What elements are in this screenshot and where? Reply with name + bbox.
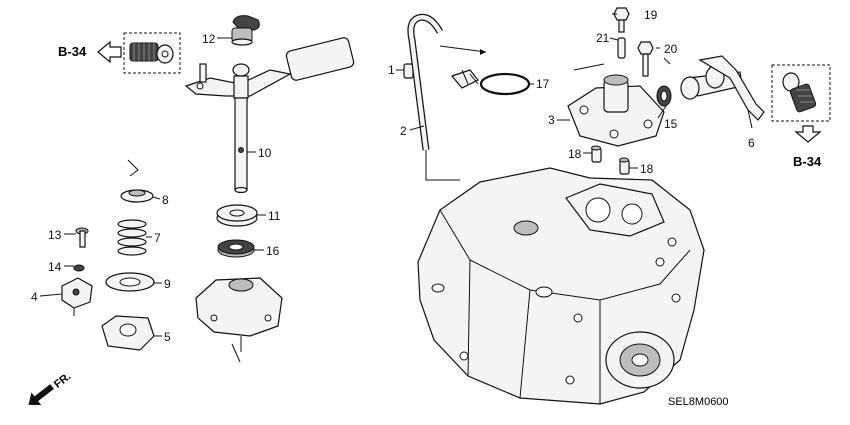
ref-label-right: B-34	[793, 154, 822, 169]
callout-12: 12	[202, 32, 216, 46]
callout-labels: 1 2 3 4 5 6 7 8 9 10 11 12 13 14 15 16 1…	[31, 8, 755, 344]
part-15-seal[interactable]	[656, 85, 672, 107]
callout-13: 13	[48, 228, 62, 242]
part-8-spring-seat[interactable]	[120, 189, 154, 203]
harness-connector-left	[129, 42, 174, 64]
callout-10: 10	[258, 146, 272, 160]
b34-right-ref[interactable]: B-34	[771, 64, 831, 169]
callout-8: 8	[162, 193, 169, 207]
callout-19: 19	[644, 8, 658, 22]
diagram-code: SEL8M0600	[668, 396, 729, 408]
part-19-bolt[interactable]	[613, 7, 630, 33]
part-17-clamp[interactable]	[450, 69, 531, 96]
leader-lines	[39, 13, 667, 337]
front-indicator: FR.	[28, 371, 73, 406]
callout-18b: 18	[640, 162, 654, 176]
part-6-lever[interactable]	[680, 55, 765, 129]
transmission-case[interactable]	[417, 167, 705, 405]
b34-left-ref[interactable]: B-34	[58, 32, 181, 74]
part-7-spring[interactable]	[117, 219, 147, 256]
callout-5: 5	[164, 330, 171, 344]
callout-15: 15	[664, 117, 678, 131]
part-9-washer[interactable]	[105, 272, 155, 292]
part-2-breather-hose[interactable]	[407, 13, 460, 181]
callout-21: 21	[596, 31, 610, 45]
part-5-holder[interactable]	[101, 315, 155, 351]
part-16-seal[interactable]	[217, 239, 255, 258]
callout-16: 16	[266, 244, 280, 258]
callout-20: 20	[664, 42, 678, 56]
callout-18a: 18	[568, 147, 582, 161]
part-3-shift-cover[interactable]	[567, 74, 665, 147]
callout-2: 2	[400, 124, 407, 138]
harness-connector-right	[782, 72, 817, 113]
part-14-washer[interactable]	[73, 264, 85, 272]
part-21-pin[interactable]	[617, 37, 626, 59]
ref-label-left: B-34	[58, 44, 87, 59]
arrow-left-icon	[97, 40, 122, 64]
part-13-bolt[interactable]	[75, 227, 89, 248]
part-18-dowel-a[interactable]	[591, 145, 602, 163]
part-4-bracket[interactable]	[61, 277, 93, 316]
callout-6: 6	[748, 136, 755, 150]
shift-lever[interactable]	[184, 37, 355, 99]
part-12[interactable]	[231, 15, 260, 46]
callout-9: 9	[164, 277, 171, 291]
front-label: FR.	[52, 371, 73, 391]
part-1-breather-cap[interactable]	[403, 63, 414, 79]
arrow-down-icon	[794, 125, 822, 143]
lower-shift-housing[interactable]	[195, 277, 283, 363]
part-20-bolt[interactable]	[637, 41, 654, 77]
part-11-collar[interactable]	[216, 204, 258, 227]
callout-11: 11	[268, 209, 281, 223]
part-18-dowel-b[interactable]	[619, 157, 630, 175]
callout-17: 17	[536, 77, 550, 91]
front-arrow-icon	[28, 384, 54, 406]
callout-14: 14	[48, 260, 62, 274]
callout-7: 7	[154, 231, 161, 245]
part-10-shaft[interactable]	[234, 97, 248, 194]
callout-1: 1	[388, 63, 395, 77]
callout-4: 4	[31, 290, 38, 304]
callout-3: 3	[548, 113, 555, 127]
